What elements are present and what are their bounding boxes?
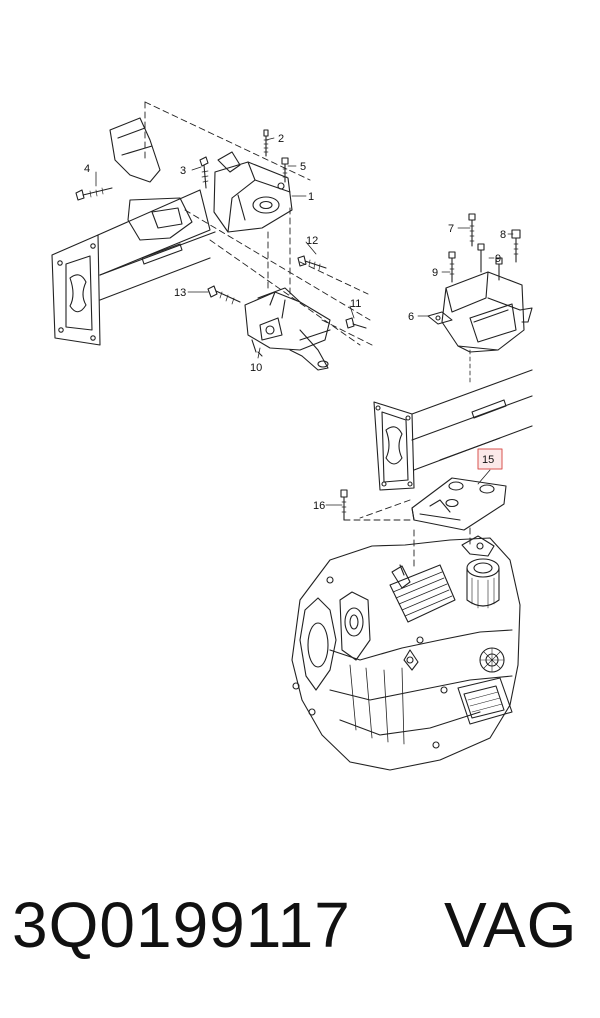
callout-2: 2: [278, 133, 284, 145]
callout-6: 6: [408, 311, 414, 323]
callout-15-highlight: 15: [477, 448, 503, 470]
engine-mount-right: [427, 271, 533, 353]
diagram-svg: 2 3 4 5 1 12 13 11 10 7 8 9 9 6 16 15: [51, 101, 533, 771]
left-subframe-beam: [51, 117, 216, 346]
torque-support-pendulum: [244, 287, 331, 371]
callout-8: 8: [500, 229, 506, 241]
callout-1: 1: [308, 191, 314, 203]
transmission-gearbox: [291, 535, 521, 771]
bolts-right-mount: [448, 213, 521, 283]
callout-9-left: 9: [432, 267, 438, 279]
bolts-top-left: [75, 129, 289, 201]
gearbox-bracket-15: [411, 477, 507, 531]
engine-mount-left: [213, 151, 293, 233]
brand-name: VAG: [444, 889, 578, 961]
callout-16: 16: [313, 500, 325, 512]
callout-3: 3: [180, 165, 186, 177]
callout-9-right: 9: [495, 253, 501, 265]
callout-10: 10: [250, 362, 262, 374]
leader-lines: [95, 137, 514, 506]
callout-12: 12: [306, 235, 318, 247]
callout-15: 15: [482, 454, 494, 466]
callout-5: 5: [300, 161, 306, 173]
bolt-16: [340, 489, 348, 521]
callout-4: 4: [84, 163, 90, 175]
callout-11: 11: [350, 298, 361, 310]
callout-labels: 2 3 4 5 1 12 13 11 10 7 8 9 9 6 16: [84, 133, 506, 512]
part-number: 3Q0199117: [12, 889, 351, 961]
callout-13: 13: [174, 287, 186, 299]
assembly-dash-lines-right: [343, 499, 471, 571]
callout-7: 7: [448, 223, 454, 235]
right-subframe-beam: [373, 369, 533, 491]
bolts-pendulum: [207, 255, 367, 329]
assembly-dash-lines-left: [144, 101, 373, 346]
